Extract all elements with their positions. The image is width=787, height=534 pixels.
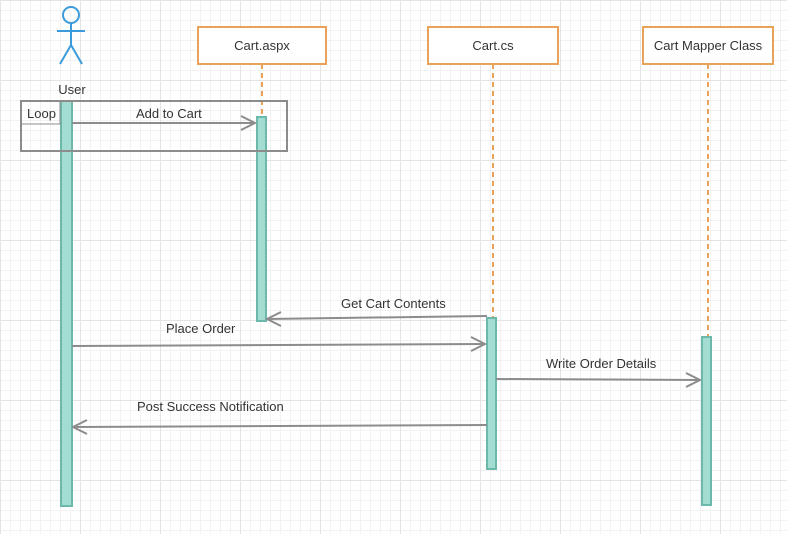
message-label: Post Success Notification (137, 399, 284, 414)
participant-label: Cart.cs (472, 38, 514, 53)
message-get-cart-contents[interactable]: Get Cart Contents (264, 296, 488, 327)
stick-figure-icon (57, 6, 85, 65)
activation-bar-cart-aspx[interactable] (256, 116, 267, 322)
user-label: User (58, 82, 86, 97)
participant-box (642, 26, 774, 65)
participant-cart-cs[interactable]: Cart.cs (427, 26, 559, 65)
participant-label: Cart Mapper Class (654, 38, 763, 53)
user-actor[interactable]: User (57, 6, 86, 97)
arrowhead-icon (240, 115, 258, 131)
message-post-success-notification[interactable]: Post Success Notification (70, 399, 488, 435)
message-place-order[interactable]: Place Order (71, 321, 488, 352)
message-add-to-cart[interactable]: Add to Cart (72, 106, 258, 131)
arrowhead-icon (70, 419, 88, 435)
activation-bar-cart-cs[interactable] (486, 317, 497, 470)
participant-box (197, 26, 327, 65)
arrowhead-icon (685, 372, 703, 388)
participant-box (427, 26, 559, 65)
arrowhead-icon (264, 311, 282, 327)
activation-bar-cart-mapper[interactable] (701, 336, 712, 506)
loop-frame (20, 100, 288, 152)
activation-bar-user[interactable] (60, 100, 73, 507)
message-label: Place Order (166, 321, 236, 336)
participant-cart-mapper[interactable]: Cart Mapper Class (642, 26, 774, 65)
loop-tab (20, 101, 61, 125)
message-label: Add to Cart (136, 106, 202, 121)
loop-label: Loop (27, 106, 56, 121)
message-write-order-details[interactable]: Write Order Details (495, 356, 703, 388)
message-label: Get Cart Contents (341, 296, 446, 311)
loop-fragment[interactable]: Loop (20, 100, 288, 152)
message-label: Write Order Details (546, 356, 657, 371)
participant-cart-aspx[interactable]: Cart.aspx (197, 26, 327, 65)
participant-label: Cart.aspx (234, 38, 290, 53)
arrowhead-icon (470, 336, 488, 352)
